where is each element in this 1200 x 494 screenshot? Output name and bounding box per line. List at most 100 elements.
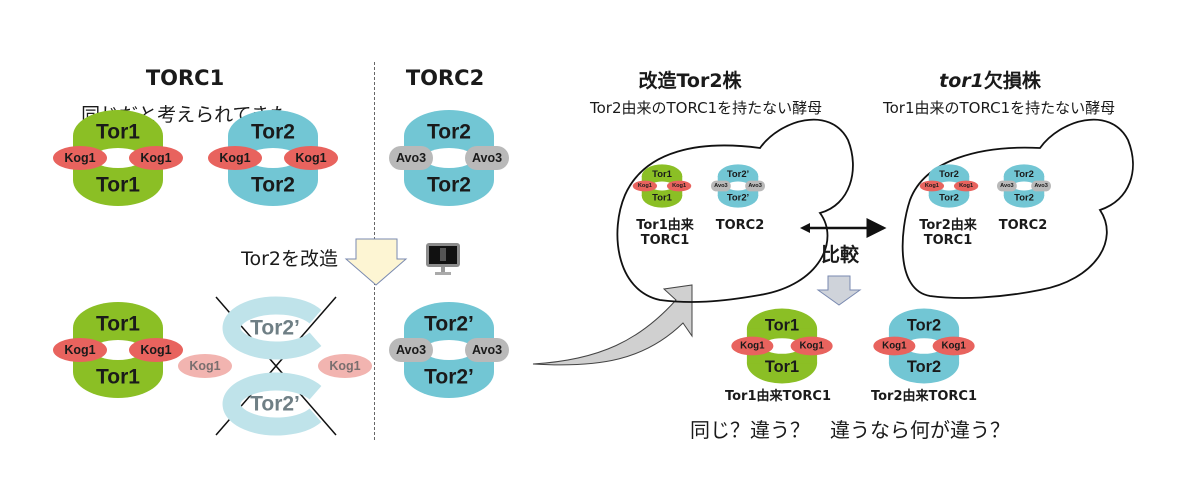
side-subunit-label: Kog1 xyxy=(329,359,360,373)
cell-a-torc1-label-line2: TORC1 xyxy=(640,233,690,248)
ring-hole xyxy=(1012,181,1036,191)
ring-hole xyxy=(424,148,474,168)
subunit-bottom-label: Tor2 xyxy=(1014,193,1034,204)
side-subunit-label: Avo3 xyxy=(748,183,762,189)
side-subunit-label: Avo3 xyxy=(396,343,426,357)
subunit-bottom-label: Tor1 xyxy=(765,358,799,376)
subunit-bottom-label: Tor1 xyxy=(652,193,672,204)
tor2-prime-bottom-fragment xyxy=(222,372,322,436)
subunit-bottom-label: Tor2 xyxy=(251,174,295,197)
kog1-right xyxy=(953,180,979,192)
question-text: 同じ？違う？ 違うなら何が違う？ xyxy=(690,418,1010,442)
side-subunit-label: Avo3 xyxy=(396,151,426,165)
side-subunit-label: Kog1 xyxy=(189,359,220,373)
cell-a-torc1-label: Tor1由来 TORC1 xyxy=(630,218,700,248)
subunit-top-label: Tor2 xyxy=(939,169,959,180)
side-subunit-label: Kog1 xyxy=(140,151,171,165)
complex-after-broken-tor2: Tor2’ Tor2’ Kog1 Kog1 xyxy=(178,296,372,436)
subunit-bottom-label: Tor2 xyxy=(939,193,959,204)
side-subunit-label: Avo3 xyxy=(472,151,502,165)
kog1-left xyxy=(731,336,774,356)
side-subunit-label: Kog1 xyxy=(638,183,652,189)
kog1-left xyxy=(632,180,658,192)
side-subunit-label: Kog1 xyxy=(140,343,171,357)
kog1-right xyxy=(790,336,833,356)
complex-after-torc2-tor2prime: Tor2’ Tor2’ Avo3 Avo3 xyxy=(389,302,509,398)
side-subunit-label: Kog1 xyxy=(64,151,95,165)
strain-a-title: 改造Tor2株 xyxy=(638,70,742,92)
cell-b-torc1-label: Tor2由来 TORC1 xyxy=(913,218,983,248)
subunit-bottom-label: Tor2’ xyxy=(424,366,474,389)
avo3-right xyxy=(465,338,509,362)
yeast-cell-modified-tor2 xyxy=(616,118,854,303)
side-subunit-label: Avo3 xyxy=(472,343,502,357)
ring-hole xyxy=(726,181,750,191)
side-subunit-label: Kog1 xyxy=(64,343,95,357)
side-subunit-label: Kog1 xyxy=(295,151,326,165)
side-subunit-label: Avo3 xyxy=(1034,183,1048,189)
strain-b-title-gene: tor1 xyxy=(939,70,984,92)
avo3-left xyxy=(997,180,1017,192)
ring-hole xyxy=(937,181,961,191)
side-subunit-label: Kog1 xyxy=(882,341,907,352)
avo3-left xyxy=(711,180,731,192)
kog1-right xyxy=(666,180,692,192)
cell-b-torc1-label-line2: TORC1 xyxy=(923,233,973,248)
tor2-prime-top-fragment-label: Tor2’ xyxy=(250,317,300,340)
cell-a-torc2-label: TORC2 xyxy=(715,218,765,233)
subunit-top-label: Tor1 xyxy=(765,317,799,335)
subunit-top-label: Tor2 xyxy=(251,121,295,144)
down-arrow-icon xyxy=(344,238,408,286)
kog1-left xyxy=(208,146,262,170)
tor2-prime-top-fragment xyxy=(222,296,322,360)
result-down-arrow-icon xyxy=(816,275,862,306)
torc2-title: TORC2 xyxy=(405,66,485,90)
subunit-bottom-label: Tor2 xyxy=(907,358,941,376)
kog1-left xyxy=(53,338,107,362)
avo3-right xyxy=(465,146,509,170)
side-subunit-label: Kog1 xyxy=(740,341,765,352)
side-subunit-label: Kog1 xyxy=(925,183,939,189)
ring-hole xyxy=(93,148,143,168)
ring-hole xyxy=(650,181,674,191)
kog1-right xyxy=(129,146,183,170)
yeast-cell-tor1-deletion xyxy=(901,118,1134,299)
strain-b-title: tor1欠損株 xyxy=(900,66,1080,93)
subunit-top-label: Tor2 xyxy=(1014,169,1034,180)
side-subunit-label: Avo3 xyxy=(714,183,728,189)
subunit-bottom-label: Tor2 xyxy=(427,174,471,197)
side-subunit-label: Kog1 xyxy=(219,151,250,165)
tor2-prime-bottom-fragment-label: Tor2’ xyxy=(250,393,300,416)
ring-hole xyxy=(248,148,298,168)
avo3-left xyxy=(389,338,433,362)
kog1-right xyxy=(932,336,975,356)
subunit-top-label: Tor1 xyxy=(96,313,140,336)
cell-b-torc2-label: TORC2 xyxy=(998,218,1048,233)
side-subunit-label: Kog1 xyxy=(941,341,966,352)
cell-b-torc1-label-line1: Tor2由来 xyxy=(919,218,977,233)
subunit-top-label: Tor2’ xyxy=(424,313,474,336)
kog1-right xyxy=(284,146,338,170)
ring-hole xyxy=(424,340,474,360)
result-tor1-label: Tor1由来TORC1 xyxy=(724,389,832,404)
strain-b-subtitle: Tor1由来のTORC1を持たない酵母 xyxy=(883,99,1116,117)
ring-hole xyxy=(762,338,802,354)
subunit-top-label: Tor1 xyxy=(96,121,140,144)
kog1-left xyxy=(873,336,916,356)
kog1-right xyxy=(318,354,372,378)
avo3-left xyxy=(389,146,433,170)
subunit-bottom-label: Tor1 xyxy=(96,174,140,197)
subunit-top-label: Tor1 xyxy=(652,169,672,180)
avo3-right xyxy=(745,180,765,192)
subunit-bottom-label: Tor1 xyxy=(96,366,140,389)
monitor-icon xyxy=(426,243,460,275)
